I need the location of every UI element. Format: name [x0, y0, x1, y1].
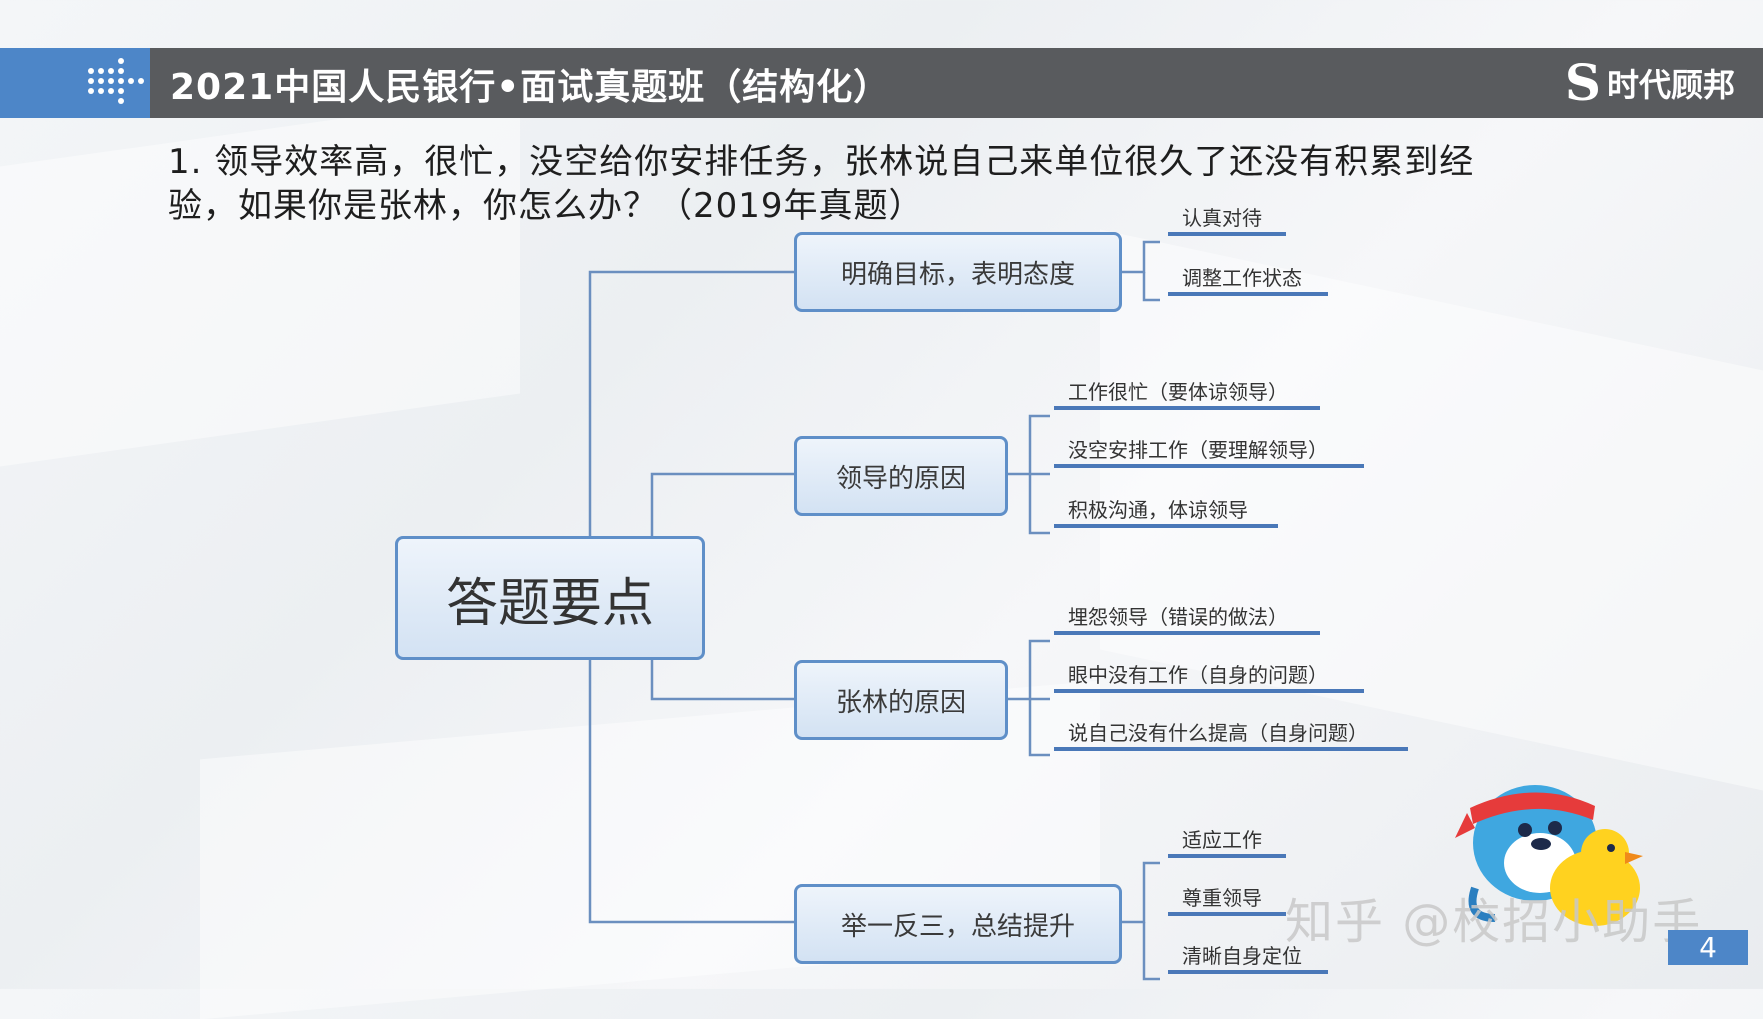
- branch-node-goal: 明确目标，表明态度: [794, 232, 1122, 312]
- connector-leaf: [1028, 699, 1050, 757]
- mascot-icon: [1455, 785, 1643, 926]
- logo-dot: [138, 78, 144, 84]
- logo-dot: [118, 58, 124, 64]
- logo-dot: [118, 98, 124, 104]
- mindmap-connectors: [588, 240, 1160, 981]
- leaf-item: 说自己没有什么提高（自身问题）: [1054, 719, 1408, 751]
- branch-node-summary: 举一反三，总结提升: [794, 884, 1122, 964]
- logo-dot: [88, 68, 94, 74]
- connector-leaf: [1028, 474, 1050, 535]
- logo-dot: [108, 88, 114, 94]
- brand-name: 时代顾邦: [1606, 66, 1735, 104]
- leaf-item: 没空安排工作（要理解领导）: [1054, 436, 1364, 468]
- leaf-item: 埋怨领导（错误的做法）: [1054, 603, 1320, 635]
- slide-title: 2021中国人民银行•面试真题班（结构化）: [170, 67, 891, 108]
- logo-dot: [98, 68, 104, 74]
- leaf-item: 眼中没有工作（自身的问题）: [1054, 661, 1364, 693]
- header-bar: [0, 48, 1763, 118]
- brand-logo: S 时代顾邦: [1563, 54, 1735, 112]
- question-line-1: 1. 领导效率高，很忙，没空给你安排任务，张林说自己来单位很久了还没有积累到经: [168, 142, 1475, 182]
- logo-dot: [88, 78, 94, 84]
- branch-node-leader-reason: 领导的原因: [794, 436, 1008, 516]
- logo-dot: [118, 88, 124, 94]
- logo-dot: [98, 78, 104, 84]
- logo-dot: [98, 88, 104, 94]
- page-number: 4: [1668, 930, 1748, 965]
- brand-mark-icon: S: [1564, 53, 1602, 112]
- connector-leaf: [1120, 861, 1160, 924]
- leaf-item: 积极沟通，体谅领导: [1054, 496, 1278, 528]
- header-accent: [0, 48, 150, 118]
- watermark: 知乎 @校招小助手: [1285, 894, 1703, 950]
- connector-branch-2: [650, 472, 796, 536]
- leaf-item: 认真对待: [1168, 204, 1286, 236]
- connector-leaf: [1006, 639, 1050, 701]
- leaf-item: 适应工作: [1168, 826, 1286, 858]
- branch-node-zhanglin-reason: 张林的原因: [794, 660, 1008, 740]
- leaf-item: 尊重领导: [1168, 884, 1286, 916]
- dots-logo-icon: [88, 54, 158, 112]
- connector-branch-3: [650, 660, 796, 701]
- leaf-item: 清晰自身定位: [1168, 942, 1328, 974]
- question-line-2: 验，如果你是张林，你怎么办？（2019年真题）: [168, 186, 924, 226]
- connector-leaf: [1142, 272, 1160, 302]
- logo-dot: [108, 78, 114, 84]
- logo-dot: [118, 78, 124, 84]
- logo-dot: [88, 88, 94, 94]
- connector-leaf: [1142, 922, 1160, 981]
- logo-dot: [118, 68, 124, 74]
- mindmap-root-node: 答题要点: [395, 536, 705, 660]
- connector-leaf: [1120, 240, 1160, 274]
- logo-dot: [128, 78, 134, 84]
- connector-trunk: [588, 660, 796, 924]
- leaf-item: 工作很忙（要体谅领导）: [1054, 378, 1320, 410]
- leaf-item: 调整工作状态: [1168, 264, 1328, 296]
- question-text: 1. 领导效率高，很忙，没空给你安排任务，张林说自己来单位很久了还没有积累到经 …: [168, 140, 1548, 228]
- connector-leaf: [1006, 414, 1050, 476]
- logo-dot: [108, 68, 114, 74]
- connector-trunk: [588, 270, 796, 536]
